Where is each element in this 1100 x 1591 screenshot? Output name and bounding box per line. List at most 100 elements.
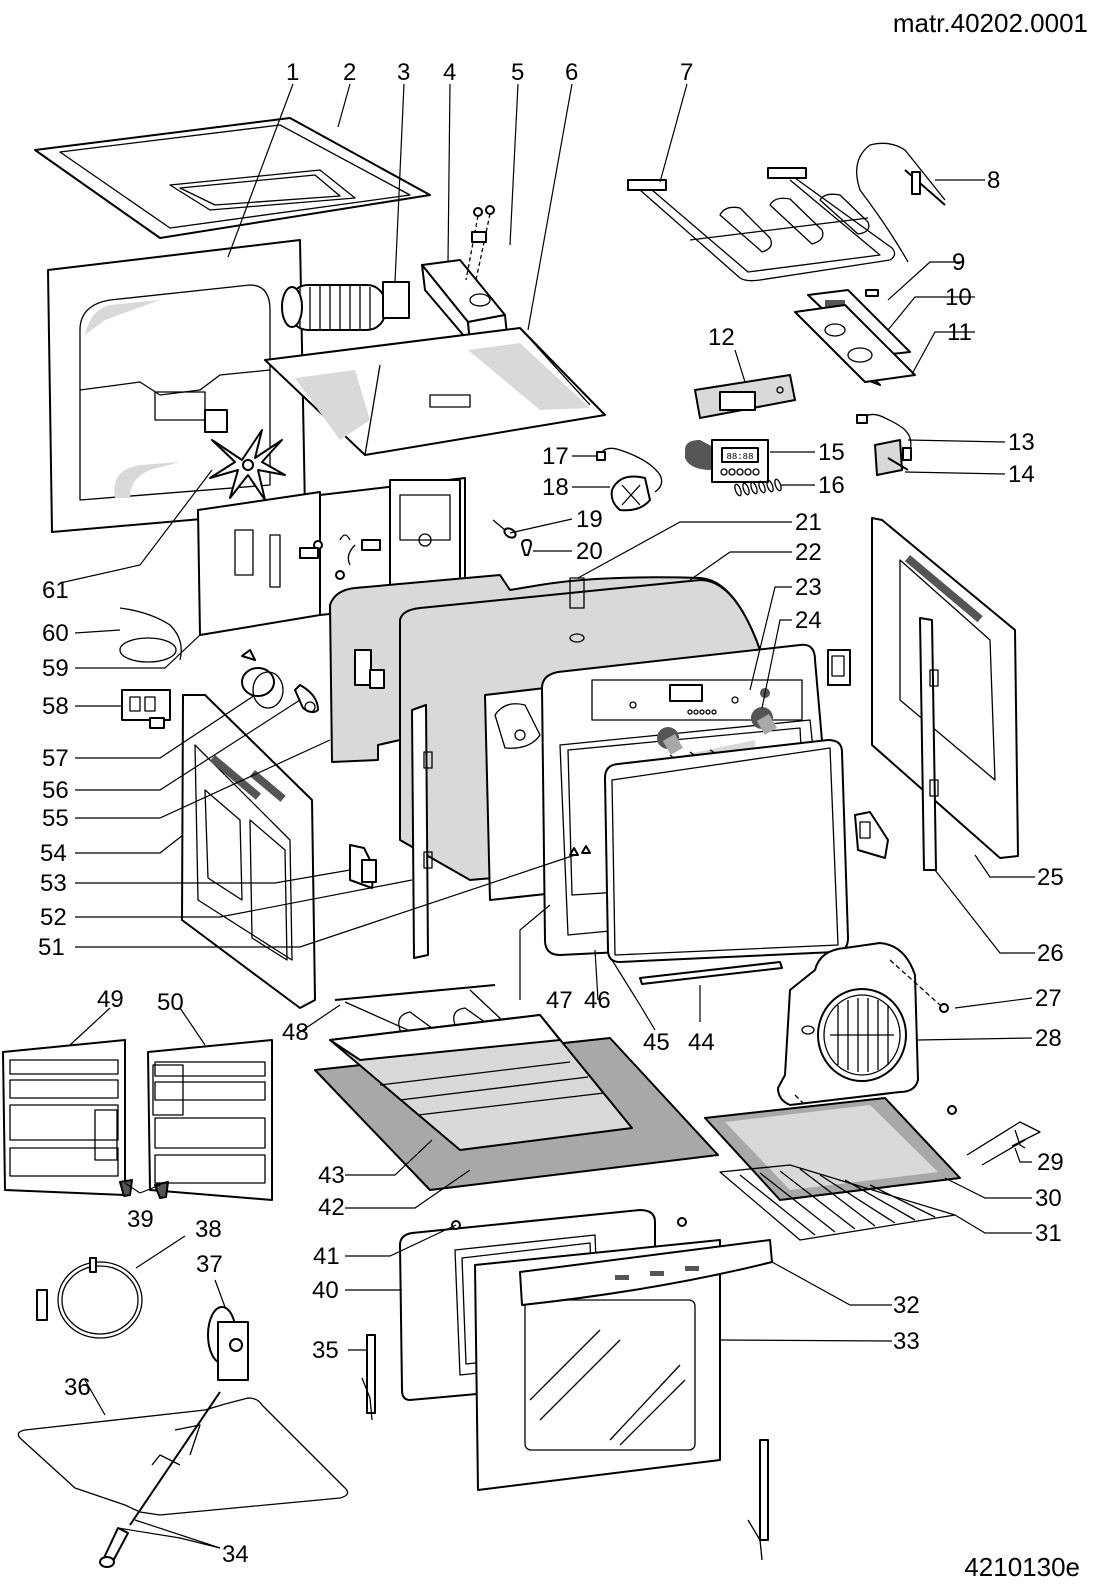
part-lamp-bulb[interactable] [294,684,319,714]
callout-14: 14 [1008,461,1035,488]
part-fan-cavity-wall[interactable] [197,477,466,636]
part-feet[interactable] [119,1179,169,1199]
part-door-hinge-left[interactable] [361,1334,376,1421]
callout-48: 48 [282,1019,309,1046]
part-control-bracket[interactable] [694,374,796,419]
callout-52: 52 [40,904,67,931]
callout-55: 55 [42,805,69,832]
part-right-runner-rail[interactable] [919,617,939,871]
part-tangential-fan[interactable] [281,281,410,331]
callout-39: 39 [127,1206,154,1233]
callout-7: 7 [680,59,693,86]
callout-47: 47 [546,987,573,1014]
callout-28: 28 [1035,1025,1062,1052]
part-terminal-block[interactable] [121,689,171,729]
part-top-frame[interactable] [264,327,606,456]
part-rotisserie-spit[interactable] [99,1391,221,1568]
callout-56: 56 [42,777,69,804]
timer-display: 88:88 [726,452,753,462]
part-screws-bracket[interactable] [465,205,495,281]
part-baking-tray[interactable] [704,1097,961,1201]
part-side-liner-left[interactable] [2,1039,126,1196]
callout-32: 32 [893,1292,920,1319]
callout-49: 49 [97,986,124,1013]
callout-40: 40 [312,1277,339,1304]
part-motor[interactable] [596,447,663,512]
callout-43: 43 [318,1162,345,1189]
part-rotisserie-motor[interactable] [207,1306,249,1381]
part-door-hinge-right[interactable] [747,1439,769,1561]
callout-9: 9 [952,249,965,276]
leader-lines [59,83,1035,1549]
part-lamp-small[interactable] [492,519,532,556]
part-control-knob-right[interactable] [751,707,777,735]
callout-15: 15 [818,439,845,466]
part-control-knob-left[interactable] [657,727,683,755]
part-bottom-tray[interactable] [329,1014,633,1151]
callout-13: 13 [1008,429,1035,456]
callout-46: 46 [584,987,611,1014]
callout-22: 22 [795,539,822,566]
part-liner-screws[interactable] [569,845,591,856]
part-rear-panel[interactable] [47,239,306,533]
callout-3: 3 [397,59,410,86]
callout-20: 20 [576,538,603,565]
part-wire-shelf[interactable] [719,1164,956,1241]
callout-19: 19 [576,506,603,533]
callout-33: 33 [893,1328,920,1355]
callout-8: 8 [987,167,1000,194]
part-thermostat-probe[interactable] [856,142,946,263]
callout-31: 31 [1035,1220,1062,1247]
part-hinge-bracket-left[interactable] [349,844,377,889]
part-left-side-panel[interactable] [181,694,316,1009]
part-lamp-cover[interactable] [241,649,284,709]
part-shelf-guide[interactable] [966,1121,1041,1166]
part-side-liner-right[interactable] [147,1039,273,1201]
callout-11: 11 [947,319,972,346]
callout-34: 34 [222,1541,249,1568]
callout-23: 23 [795,574,822,601]
part-selector-switch[interactable] [856,413,912,476]
callout-44: 44 [688,1029,715,1056]
callout-36: 36 [64,1374,91,1401]
part-fan-cover[interactable] [777,942,919,1106]
callout-59: 59 [42,655,69,682]
callout-58: 58 [42,693,69,720]
callout-1: 1 [286,59,299,86]
part-clip-right[interactable] [827,649,851,686]
part-electronic-timer[interactable]: 88:88 [685,439,782,497]
part-rotisserie-frame[interactable] [17,1397,349,1516]
part-pcb-assembly[interactable] [794,289,916,386]
callout-16: 16 [818,472,845,499]
part-grill-element[interactable] [627,167,896,282]
callout-29: 29 [1037,1149,1064,1176]
callout-labels: 1 2 3 4 5 6 7 8 9 10 11 12 13 14 15 16 1… [38,59,1064,1568]
part-right-side-panel[interactable] [871,517,1019,859]
callout-6: 6 [565,59,578,86]
callout-37: 37 [196,1251,223,1278]
callout-4: 4 [443,59,456,86]
callout-35: 35 [312,1337,339,1364]
part-left-runner-rail[interactable] [411,704,433,959]
callout-41: 41 [313,1243,340,1270]
callout-50: 50 [157,989,184,1016]
callout-60: 60 [42,620,69,647]
part-cable[interactable] [119,607,182,663]
callout-45: 45 [643,1029,670,1056]
part-bottom-trim[interactable] [639,961,783,985]
part-door-seal[interactable] [604,739,849,963]
part-hinge-bracket-right[interactable] [854,811,889,859]
callout-17: 17 [542,443,569,470]
callout-57: 57 [42,745,69,772]
callout-12: 12 [708,324,735,351]
callout-61: 61 [42,577,69,604]
callout-21: 21 [795,509,822,536]
part-top-cover[interactable] [34,117,431,239]
material-reference: matr.40202.0001 [892,8,1088,38]
callout-5: 5 [511,59,524,86]
part-door-handle[interactable] [519,1239,773,1306]
callout-30: 30 [1035,1185,1062,1212]
callout-10: 10 [945,284,972,311]
part-circular-element[interactable] [36,1257,143,1339]
